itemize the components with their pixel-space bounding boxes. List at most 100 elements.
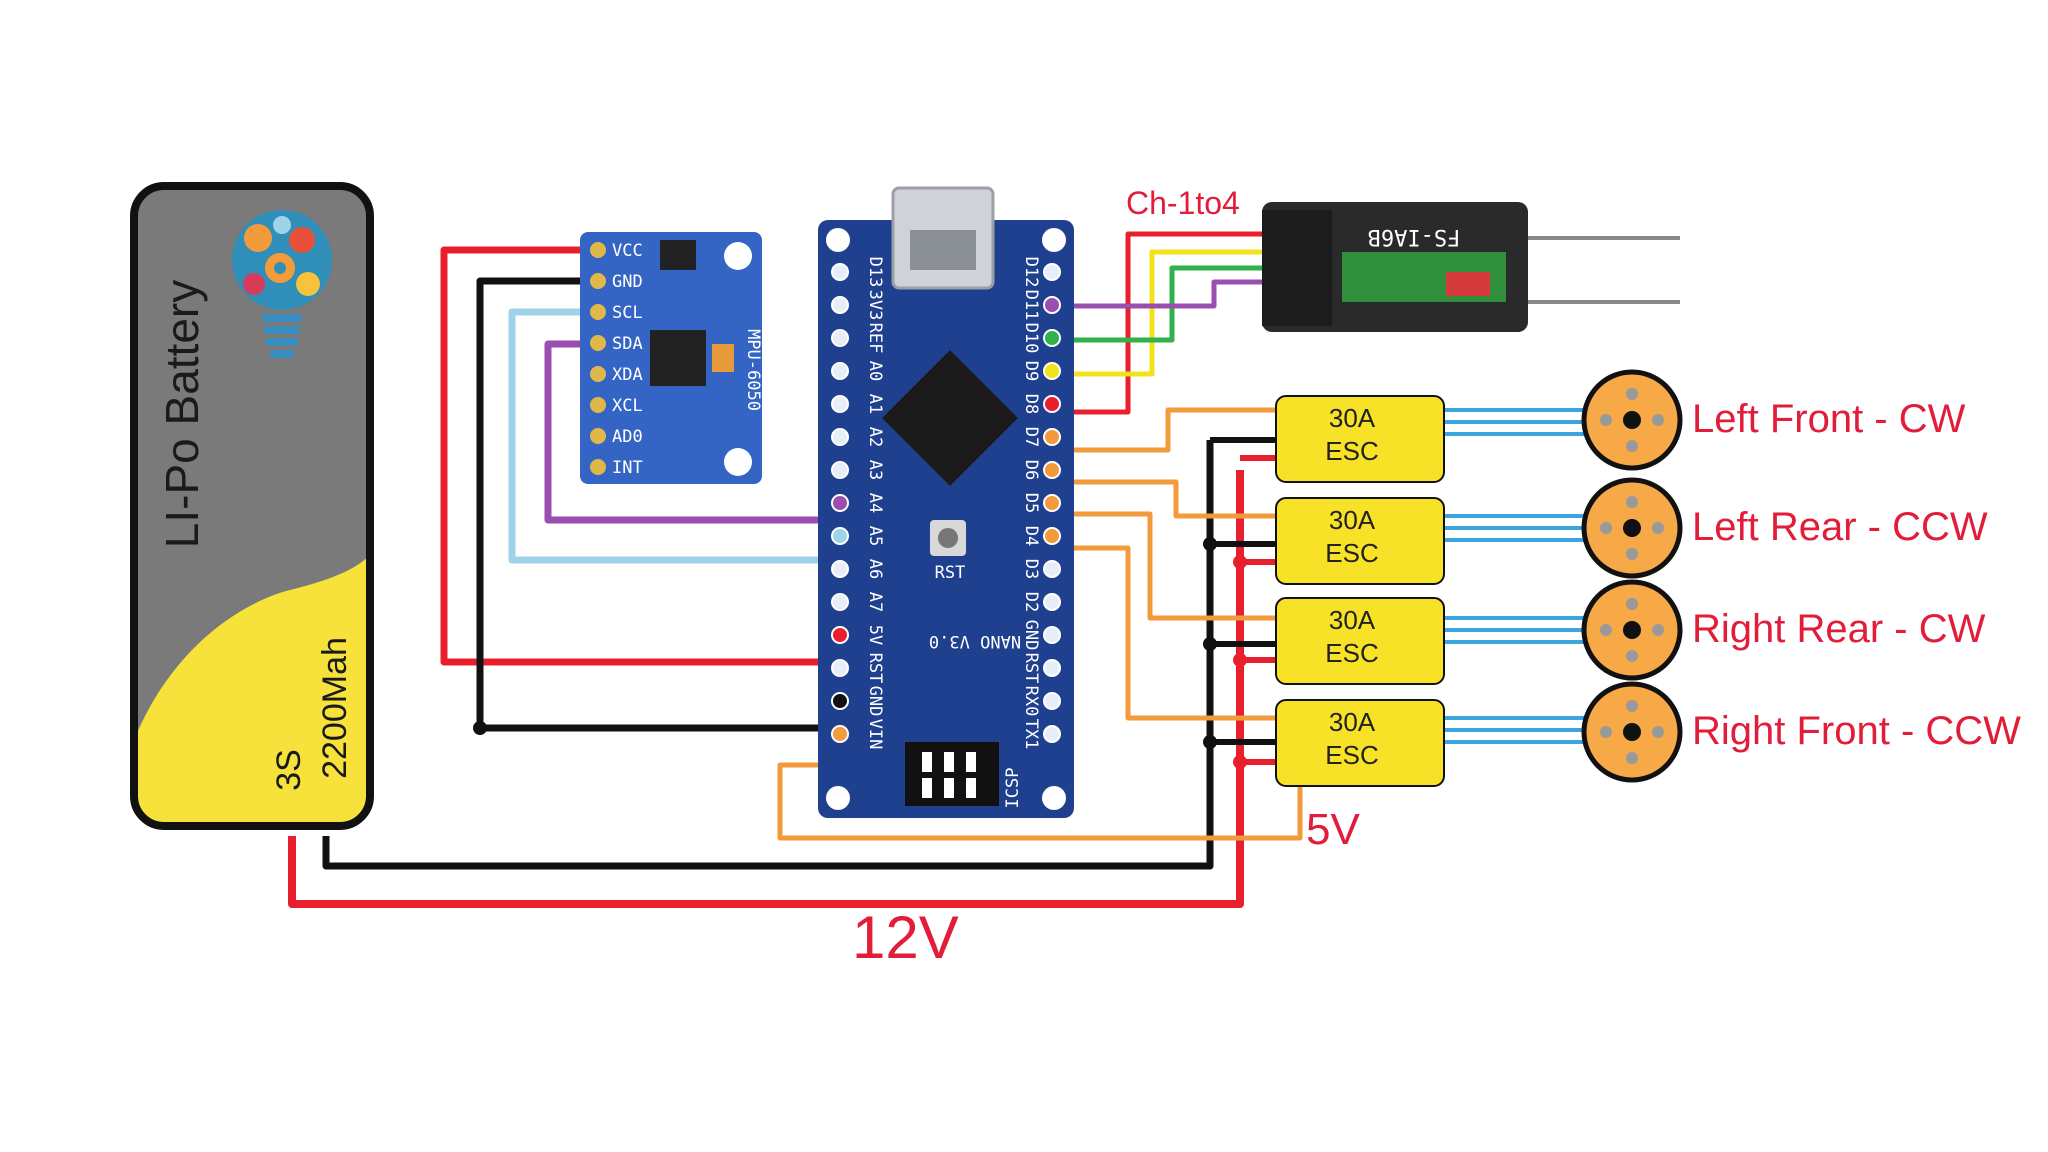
motor-left-rear: Left Rear - CCW (1581, 477, 1988, 579)
nano-pin-r-rx0: RX0 (1021, 686, 1061, 716)
gyro-pin-label: SDA (612, 334, 643, 354)
nano-pin-l-3v3: 3V3 (831, 290, 885, 320)
nano-pin-label: A7 (865, 592, 885, 612)
nano-pin-r-gnd: GND (1021, 620, 1061, 651)
nano-pin-label: VIN (865, 719, 885, 750)
nano-pin-label: D6 (1021, 460, 1041, 480)
rc-receiver: FS-IA6B Ch-1to4 (1126, 185, 1680, 332)
esc-4: 30A ESC (1275, 699, 1445, 787)
nano-pin-label: D7 (1021, 427, 1041, 447)
wire-ch4 (1052, 279, 1262, 309)
receiver-model: FS-IA6B (1368, 224, 1461, 249)
wire-esc2-signal (1052, 479, 1276, 519)
nano-pin-label: GND (1021, 620, 1041, 651)
lightbulb-gears-logo (232, 210, 332, 358)
gyro-pin-label: AD0 (612, 427, 643, 447)
nano-pin-r-d7: D7 (1021, 427, 1061, 447)
gyro-pin-label: SCL (612, 303, 643, 323)
nano-pin-label: D12 (1021, 257, 1041, 288)
motor-right-front-label: Right Front - CCW (1692, 709, 2021, 753)
nano-pin-label: D9 (1021, 361, 1041, 381)
nano-pin-label: D3 (1021, 559, 1041, 579)
nano-pin-label: D2 (1021, 592, 1041, 612)
esc-3-type: ESC (1325, 638, 1378, 668)
nano-pin-r-d5: D5 (1021, 493, 1061, 513)
wire-esc3-signal (1052, 511, 1276, 621)
motor-wires (1444, 408, 1588, 744)
nano-pin-r-d9: D9 (1021, 361, 1061, 381)
gyro-pin-scl: SCL (590, 303, 643, 323)
gyro-pin-gnd: GND (590, 272, 643, 292)
nano-icsp-label: ICSP (1003, 768, 1023, 809)
gyro-pin-sda: SDA (590, 334, 643, 354)
wire-esc-power-taps (1240, 455, 1276, 765)
nano-pin-label: A1 (865, 394, 885, 414)
nano-pin-l-vin: VIN (831, 719, 885, 750)
nano-pin-l-a2: A2 (831, 427, 885, 447)
esc-2: 30A ESC (1275, 497, 1445, 585)
motor-right-rear-label: Right Rear - CW (1692, 607, 1986, 651)
nano-pin-label: 5V (865, 625, 885, 645)
nano-pin-label: RST (1021, 653, 1041, 684)
wire-ch2 (1052, 249, 1262, 377)
wire-esc4-signal (1052, 545, 1276, 721)
battery-cells: 3S (270, 749, 308, 791)
wire-ch1 (1052, 231, 1262, 415)
gyro-pin-xcl: XCL (590, 396, 643, 416)
esc-group: 30A ESC 30A ESC 30A ESC 30A ESC (1275, 395, 1445, 787)
nano-pin-l-a4: A4 (831, 493, 885, 513)
battery-capacity: 2200Mah (316, 637, 354, 779)
nano-pin-label: GND (865, 686, 885, 717)
nano-pin-label: D4 (1021, 526, 1041, 546)
arduino-nano: NANO V3.0 RST ICSP D133V3REFA0A1A2A3A4A5… (818, 186, 1074, 818)
nano-pin-r-d8: D8 (1021, 394, 1061, 414)
nano-rst-label: RST (935, 563, 966, 583)
nano-pin-label: RST (865, 653, 885, 684)
gyro-pin-ad0: AD0 (590, 427, 643, 447)
esc-2-rating: 30A (1329, 505, 1376, 535)
lipo-battery: LI-Po Battery 3S 2200Mah (130, 182, 374, 830)
nano-pin-l-ref: REF (831, 323, 885, 353)
nano-pin-label: A4 (865, 493, 885, 513)
nano-pin-label: TX1 (1021, 719, 1041, 750)
motor-left-rear-label: Left Rear - CCW (1692, 505, 1988, 549)
nano-pin-label: A6 (865, 559, 885, 579)
nano-pin-label: D11 (1021, 290, 1041, 321)
nano-pin-l-5v: 5V (831, 625, 885, 645)
esc-4-type: ESC (1325, 740, 1378, 770)
gyro-pin-label: GND (612, 272, 643, 292)
wires (288, 231, 1588, 908)
gyro-pin-label: VCC (612, 241, 643, 261)
battery-title: LI-Po Battery (156, 280, 208, 548)
label-5v: 5V (1306, 805, 1360, 854)
nano-pin-r-d11: D11 (1021, 290, 1061, 321)
nano-pin-r-d3: D3 (1021, 559, 1061, 579)
gyro-pin-label: XCL (612, 396, 643, 416)
wire-12v-main (288, 470, 1244, 908)
motor-right-front: Right Front - CCW (1581, 681, 2021, 783)
junction-dots (473, 537, 1247, 769)
receiver-channel-label: Ch-1to4 (1126, 185, 1240, 221)
motor-left-front-label: Left Front - CW (1692, 397, 1966, 441)
nano-pin-r-d4: D4 (1021, 526, 1061, 546)
motor-right-rear: Right Rear - CW (1581, 579, 1986, 681)
nano-pin-r-rst: RST (1021, 653, 1061, 684)
nano-pin-r-d12: D12 (1021, 257, 1061, 288)
esc-1-rating: 30A (1329, 403, 1376, 433)
gyro-chip-label: MPU-6050 (743, 329, 763, 411)
gyro-pin-label: INT (612, 458, 643, 478)
nano-pin-r-d10: D10 (1021, 323, 1061, 354)
esc-4-rating: 30A (1329, 707, 1376, 737)
nano-pin-l-gnd: GND (831, 686, 885, 717)
wire-sda (544, 340, 848, 524)
nano-pin-l-rst: RST (831, 653, 885, 684)
nano-pin-label: D10 (1021, 323, 1041, 354)
motor-left-front: Left Front - CW (1581, 369, 1966, 471)
nano-pin-l-a3: A3 (831, 460, 885, 480)
motor-group: Left Front - CW Left Rear - CCW Right Re… (1581, 369, 2021, 783)
label-12v: 12V (852, 904, 959, 971)
gyro-pin-int: INT (590, 458, 643, 478)
esc-2-type: ESC (1325, 538, 1378, 568)
